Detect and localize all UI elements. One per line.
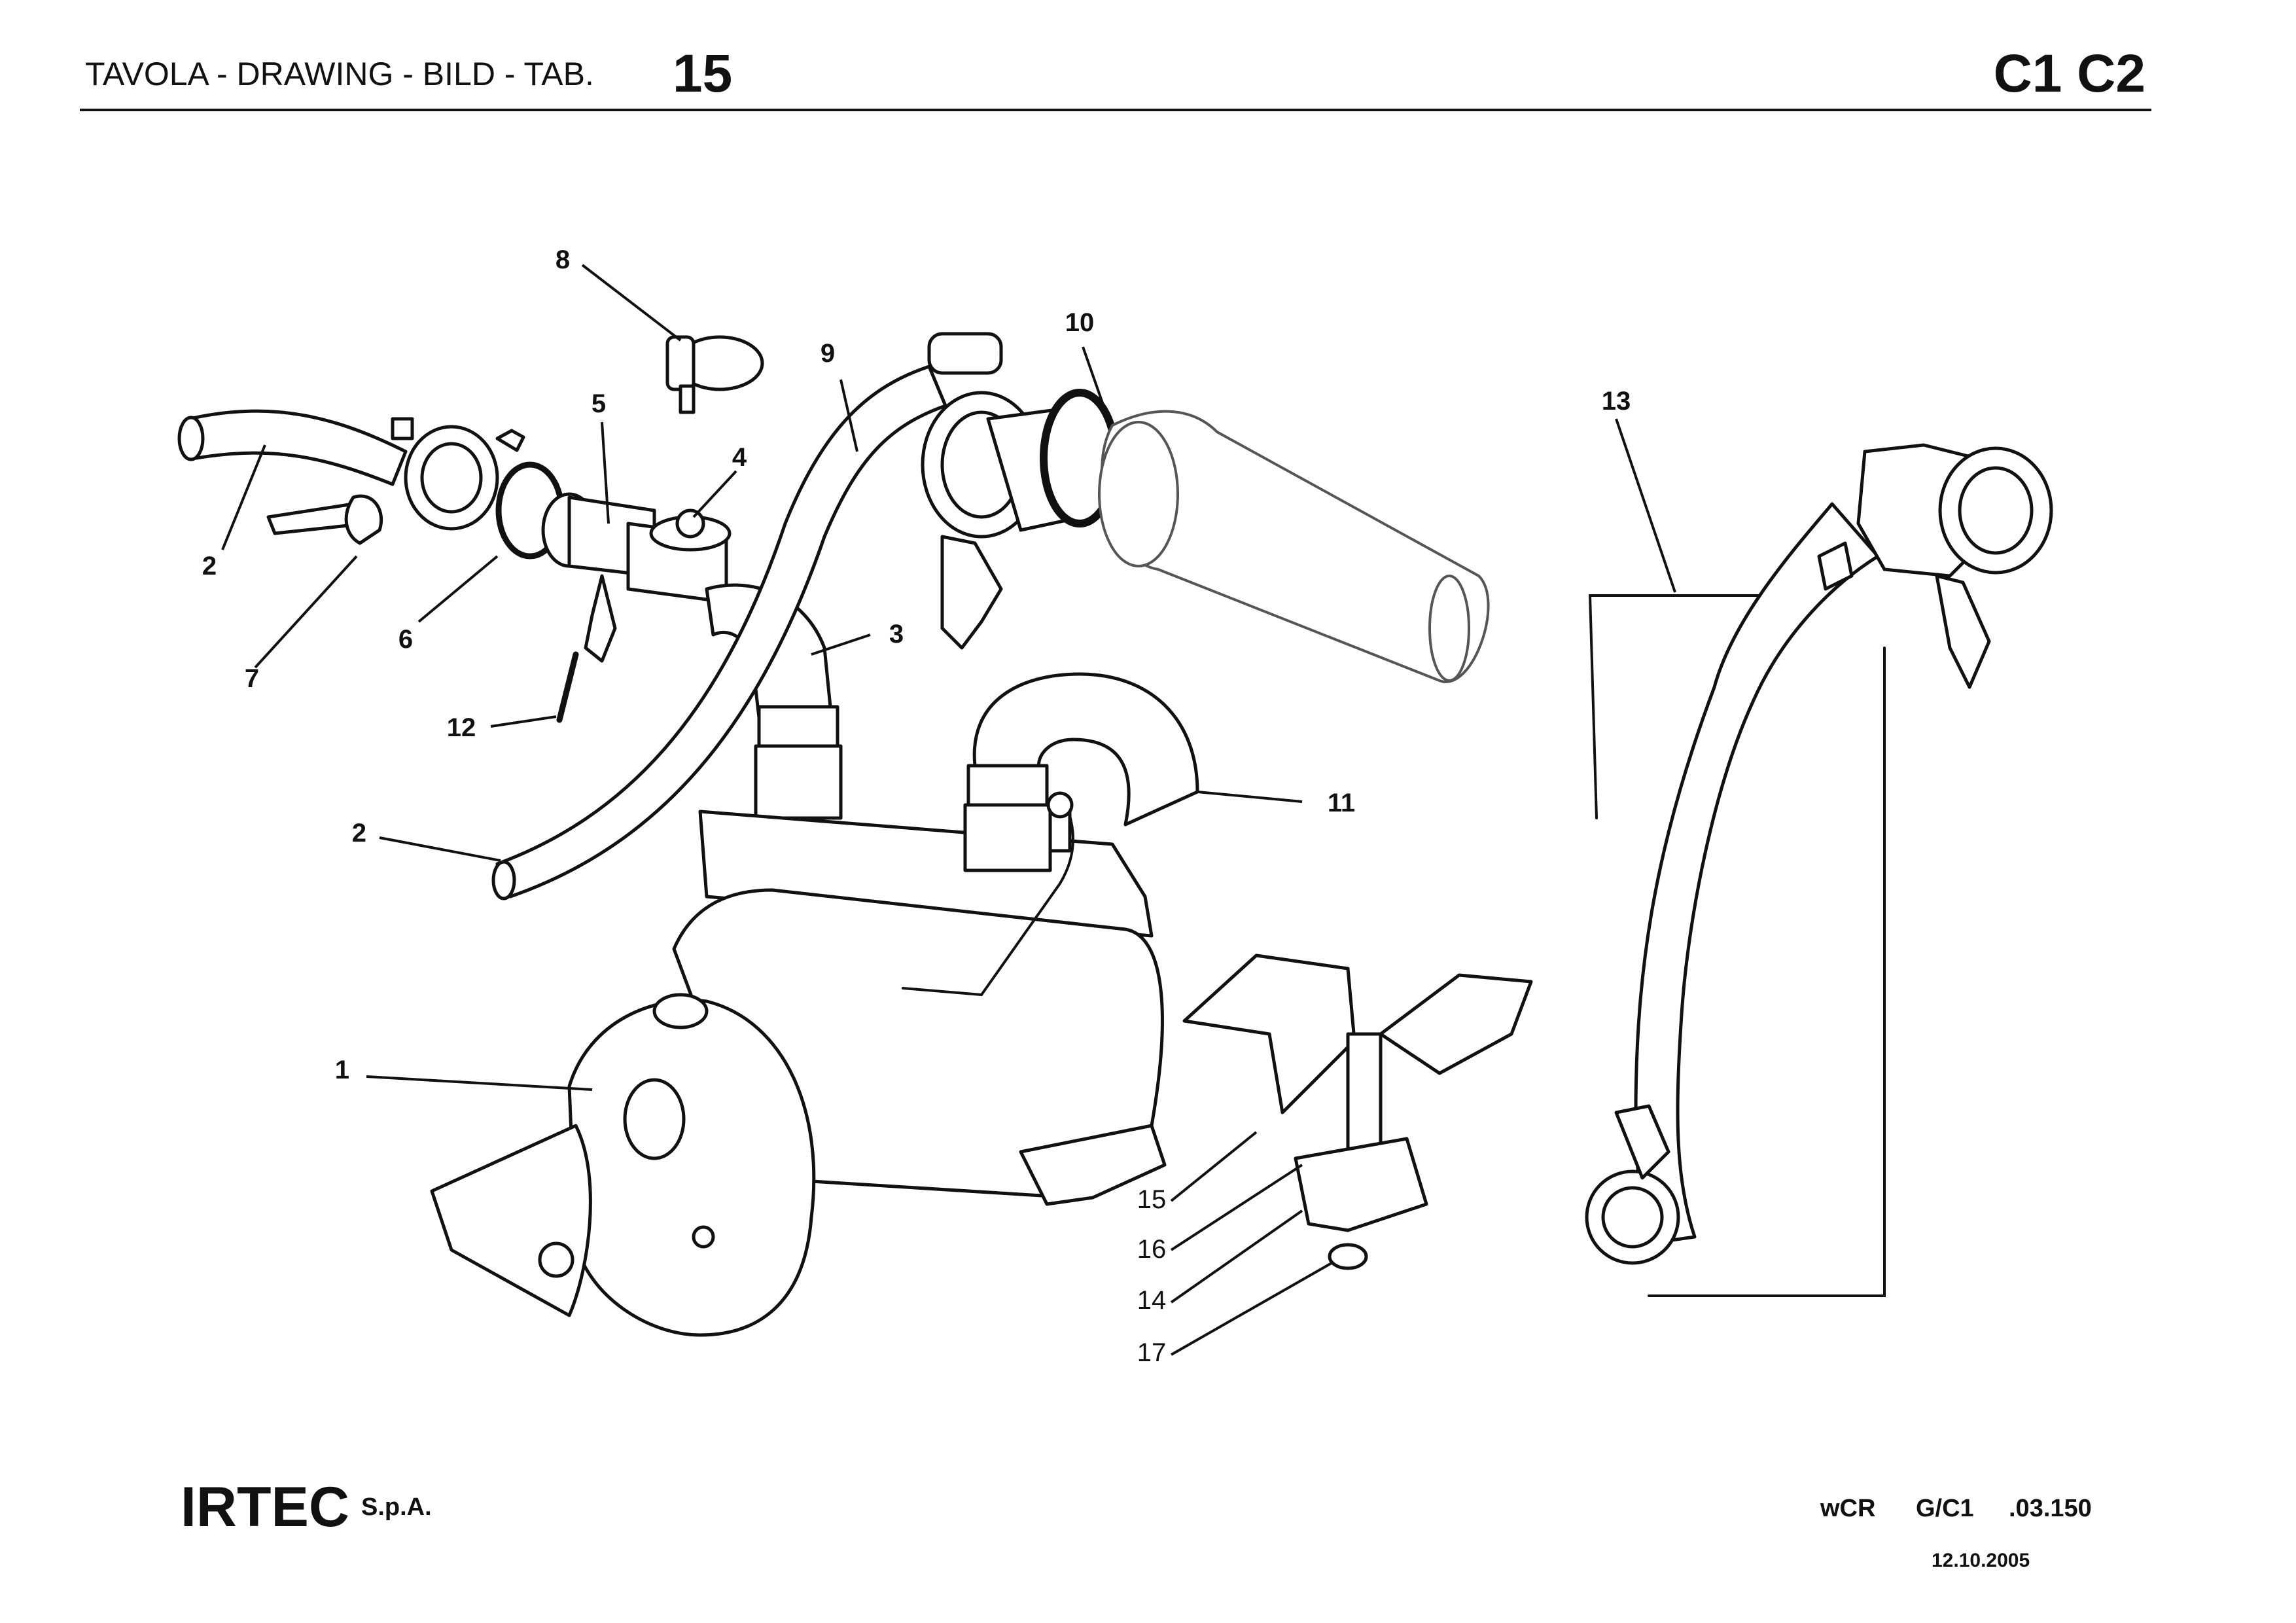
callout-17: 17 <box>1137 1338 1167 1367</box>
callout-10: 10 <box>1065 308 1095 337</box>
table-number: 15 <box>673 44 733 103</box>
callout-11: 11 <box>1328 789 1355 817</box>
company-name: IRTEC <box>181 1476 349 1539</box>
callout-2-upper: 2 <box>202 552 217 580</box>
callout-4: 4 <box>732 443 747 472</box>
reference-code-2: G/C1 <box>1916 1495 1974 1522</box>
mounting-bracket <box>1182 954 1533 1270</box>
hose-upper-left <box>177 409 408 486</box>
reference-code-3: .03.150 <box>2009 1495 2092 1522</box>
header-rule <box>80 109 2151 111</box>
hose-coupling <box>921 332 1120 650</box>
leader-lines <box>221 264 1676 1356</box>
complete-hose-assembly <box>1585 443 2053 1297</box>
model-code: C1 C2 <box>1993 44 2146 103</box>
callout-7: 7 <box>245 664 259 693</box>
callout-5: 5 <box>592 389 606 418</box>
drawing-label: TAVOLA - DRAWING - BILD - TAB. <box>85 56 594 92</box>
callout-14: 14 <box>1137 1286 1167 1315</box>
hose-clamp <box>665 335 764 414</box>
strainer-pipe <box>1098 410 1490 683</box>
company-suffix: S.p.A. <box>361 1493 432 1521</box>
callout-3: 3 <box>889 620 904 649</box>
callout-12: 12 <box>447 713 476 742</box>
callout-8: 8 <box>556 245 570 274</box>
callout-6: 6 <box>398 625 413 654</box>
callout-15: 15 <box>1137 1185 1167 1214</box>
reference-code-1: wCR <box>1820 1495 1876 1522</box>
callout-16: 16 <box>1137 1235 1167 1264</box>
quick-coupling-clamp <box>266 417 525 545</box>
callout-2-lower: 2 <box>352 819 366 847</box>
tee-fitting <box>541 492 732 723</box>
callout-13: 13 <box>1602 387 1631 416</box>
callout-1: 1 <box>335 1056 349 1084</box>
discharge-elbow <box>902 672 1199 997</box>
revision-date: 12.10.2005 <box>1932 1550 2030 1571</box>
callout-9: 9 <box>821 339 835 368</box>
